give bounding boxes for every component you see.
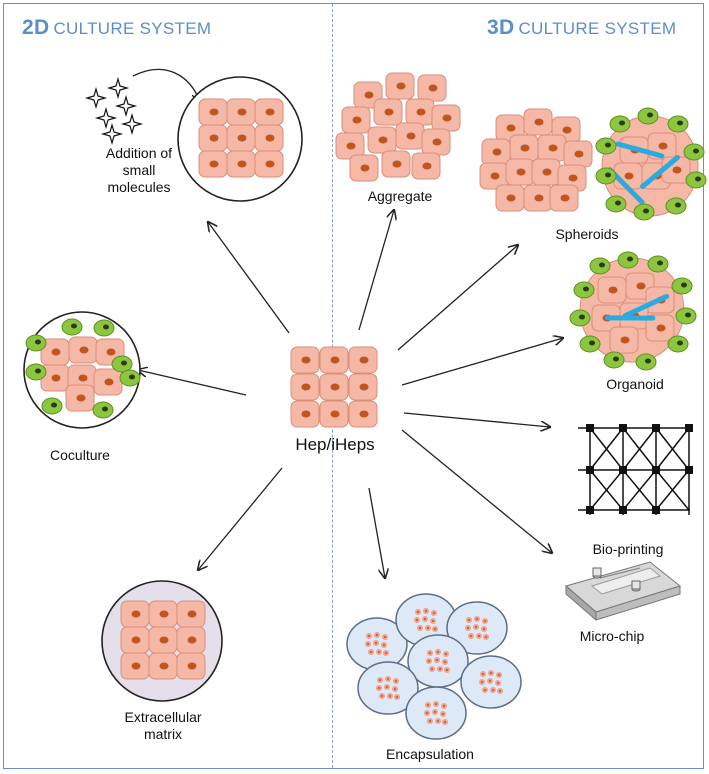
arrow-to-spheroids bbox=[397, 245, 518, 351]
microchip-device bbox=[564, 561, 682, 622]
small-molecules-sparkles bbox=[86, 78, 142, 144]
organoid-cells bbox=[569, 251, 697, 371]
label-small-molecules: Addition of small molecules bbox=[105, 145, 173, 195]
label-extracellular-matrix: Extracellular matrix bbox=[124, 709, 202, 742]
aggregate-cells bbox=[335, 72, 461, 182]
coculture-well bbox=[23, 311, 141, 429]
label-microchip: Micro-chip bbox=[579, 628, 645, 644]
bioprinting-lattice bbox=[578, 424, 693, 515]
label-encapsulation: Encapsulation bbox=[386, 746, 474, 762]
arrow-molecules-to-well bbox=[132, 68, 200, 102]
arrow-to-microchip bbox=[401, 429, 552, 553]
encapsulation-capsules bbox=[346, 593, 522, 740]
label-center-hep: Hep/iHeps bbox=[295, 435, 375, 454]
center-cell-grid bbox=[290, 346, 378, 428]
label-bioprinting: Bio-printing bbox=[592, 541, 664, 557]
arrow-to-ecm bbox=[198, 467, 283, 570]
arrow-to-organoid bbox=[401, 338, 563, 386]
arrow-to-coculture bbox=[138, 370, 247, 396]
label-spheroids: Spheroids bbox=[555, 226, 619, 242]
label-coculture: Coculture bbox=[50, 447, 110, 463]
figure-frame bbox=[3, 3, 704, 769]
spheroid-cells bbox=[479, 108, 593, 212]
label-organoid: Organoid bbox=[606, 376, 664, 392]
arrow-to-aggregate bbox=[358, 210, 394, 331]
small-molecules-well bbox=[177, 76, 303, 202]
ecm-well bbox=[101, 580, 223, 702]
label-aggregate: Aggregate bbox=[367, 188, 433, 204]
arrow-to-bioprinting bbox=[403, 412, 550, 427]
arrow-to-encapsulation bbox=[368, 487, 385, 578]
arrows bbox=[132, 68, 563, 578]
coculture-spheroid bbox=[595, 107, 707, 221]
arrow-to-small-molecules bbox=[208, 222, 290, 334]
